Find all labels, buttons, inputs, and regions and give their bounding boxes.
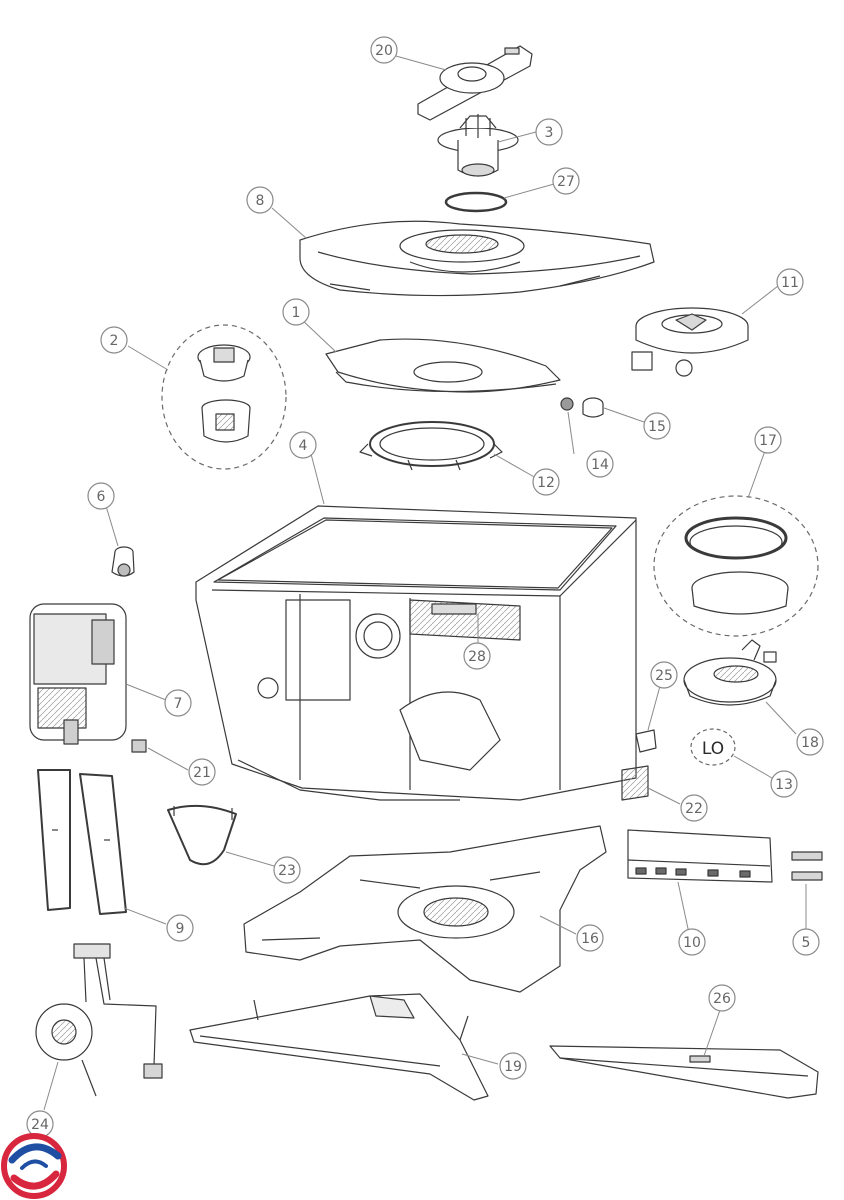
- callout-12: 12: [532, 468, 560, 496]
- callout-17-label: 17: [759, 433, 777, 449]
- callout-24: 24: [26, 1110, 54, 1138]
- control-module-part: [627, 829, 773, 883]
- callout-5: 5: [792, 928, 820, 956]
- clip-part: [635, 729, 657, 753]
- callout-20-label: 20: [375, 43, 393, 59]
- callout-5-label: 5: [802, 935, 811, 951]
- callout-numbers: 20 3 27 8 11 2 1 14 15 4 12 17 6 28 25 7…: [26, 36, 824, 1138]
- lo-mark-group-part: LO: [690, 728, 736, 766]
- callout-leaders: [43, 55, 807, 1111]
- air-vent-part: [111, 546, 135, 577]
- callout-19: 19: [499, 1052, 527, 1080]
- callout-8: 8: [246, 186, 274, 214]
- callout-2: 2: [100, 326, 128, 354]
- callout-4: 4: [289, 431, 317, 459]
- diverter-assembly-part: [437, 114, 519, 177]
- callout-17: 17: [754, 426, 782, 454]
- wiring-harness-part: [35, 943, 163, 1097]
- callout-18-label: 18: [801, 735, 819, 751]
- callout-13-label: 13: [775, 777, 793, 793]
- small-connector-part: [131, 739, 147, 753]
- lo-mark-text: LO: [702, 739, 724, 759]
- callout-2-label: 2: [110, 333, 119, 349]
- callout-27: 27: [552, 167, 580, 195]
- callout-3: 3: [535, 118, 563, 146]
- dosing-cup-group-part: [161, 324, 287, 470]
- callout-21: 21: [188, 758, 216, 786]
- callout-25: 25: [650, 661, 678, 689]
- callout-22-label: 22: [685, 801, 703, 817]
- filter-plate-part: [325, 338, 561, 393]
- kick-rail-part: [549, 1045, 819, 1099]
- callout-13: 13: [770, 770, 798, 798]
- bushing-part: [582, 397, 604, 418]
- callout-26: 26: [708, 984, 736, 1012]
- callout-6-label: 6: [97, 489, 106, 505]
- callout-10-label: 10: [683, 935, 701, 951]
- callout-11: 11: [776, 268, 804, 296]
- callout-26-label: 26: [713, 991, 731, 1007]
- upper-spray-arm-part: [417, 45, 533, 121]
- callout-22: 22: [680, 794, 708, 822]
- callout-16-label: 16: [581, 931, 599, 947]
- callout-21-label: 21: [193, 765, 211, 781]
- frame-bracket-part: [37, 769, 127, 915]
- strip-part: [621, 765, 649, 801]
- callout-3-label: 3: [545, 125, 554, 141]
- callout-25-label: 25: [655, 668, 673, 684]
- callout-18: 18: [796, 728, 824, 756]
- callout-27-label: 27: [557, 174, 575, 190]
- callout-16: 16: [576, 924, 604, 952]
- callout-23-label: 23: [278, 863, 296, 879]
- callout-8-label: 8: [256, 193, 265, 209]
- callout-14-label: 14: [591, 457, 609, 473]
- small-nut-part: [560, 397, 574, 411]
- tub-panel-part: [431, 603, 477, 615]
- callout-20: 20: [370, 36, 398, 64]
- callout-7-label: 7: [174, 696, 183, 712]
- hose-clamp-part: [167, 804, 237, 866]
- tub-part: [195, 505, 637, 801]
- filter-ring-part: [359, 421, 503, 471]
- callout-1-label: 1: [292, 305, 301, 321]
- heater-pump-part: [631, 307, 749, 377]
- callout-23: 23: [273, 856, 301, 884]
- callout-7: 7: [164, 689, 192, 717]
- callout-11-label: 11: [781, 275, 799, 291]
- callout-6: 6: [87, 482, 115, 510]
- callout-15: 15: [643, 412, 671, 440]
- control-board-part: [29, 603, 127, 745]
- lower-support-part: [189, 993, 489, 1101]
- callout-24-label: 24: [31, 1117, 49, 1133]
- callout-9-label: 9: [176, 921, 185, 937]
- wash-plate-part: [299, 220, 655, 297]
- callout-14: 14: [586, 450, 614, 478]
- callout-28: 28: [463, 642, 491, 670]
- callout-4-label: 4: [299, 438, 308, 454]
- callout-15-label: 15: [648, 419, 666, 435]
- seal-set-group-part: [653, 495, 819, 637]
- base-part: [243, 825, 607, 993]
- callout-28-label: 28: [468, 649, 486, 665]
- seal-ring-part: [444, 191, 508, 213]
- callout-12-label: 12: [537, 475, 555, 491]
- brand-logo-icon: [1, 1133, 67, 1199]
- callout-1: 1: [282, 298, 310, 326]
- callout-10: 10: [678, 928, 706, 956]
- connector-pair-part: [791, 851, 823, 881]
- callout-19-label: 19: [504, 1059, 522, 1075]
- callout-9: 9: [166, 914, 194, 942]
- drain-pump-part: [683, 639, 777, 706]
